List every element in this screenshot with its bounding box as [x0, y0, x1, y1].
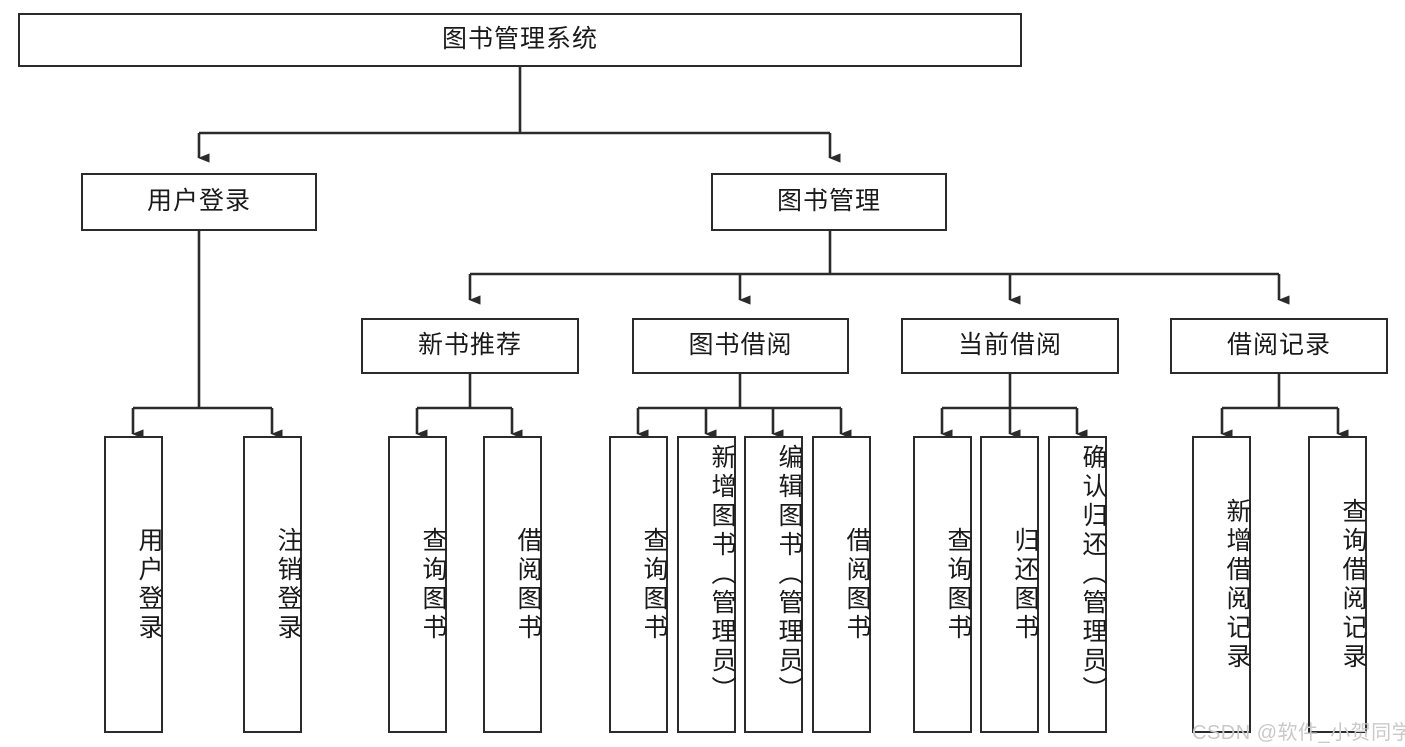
- node-leaf-user-logout[interactable]: 注销登录: [243, 436, 302, 733]
- node-leaf-query-book-borrow[interactable]: 查询图书: [609, 436, 668, 733]
- node-label-book-management: 图书管理: [776, 187, 881, 216]
- node-leaf-edit-book[interactable]: 编辑图书（管理员）: [744, 436, 803, 733]
- node-label-borrow-record: 借阅记录: [1226, 331, 1331, 360]
- node-leaf-borrow-book-recommend[interactable]: 借阅图书: [483, 436, 542, 733]
- node-leaf-query-book-current[interactable]: 查询图书: [913, 436, 972, 733]
- edges-newbook-to-leaves: [415, 374, 523, 439]
- node-label-leaf-user-login: 用户登录: [135, 526, 163, 643]
- node-user-login[interactable]: 用户登录: [81, 173, 317, 231]
- node-leaf-query-book-recommend[interactable]: 查询图书: [388, 436, 447, 733]
- node-label-leaf-query-book-2: 查询图书: [640, 526, 668, 643]
- node-label-leaf-borrow-book-1: 借阅图书: [514, 526, 542, 643]
- node-label-leaf-query-book-1: 查询图书: [419, 526, 447, 643]
- node-leaf-borrow-book-borrow[interactable]: 借阅图书: [812, 436, 871, 733]
- node-label-new-book-recommend: 新书推荐: [417, 331, 522, 360]
- node-label-leaf-return-book: 归还图书: [1011, 526, 1039, 643]
- node-leaf-add-borrow-record[interactable]: 新增借阅记录: [1192, 436, 1251, 733]
- node-label-leaf-borrow-book-2: 借阅图书: [843, 526, 871, 643]
- edges-userlogin-to-leaves: [131, 231, 283, 439]
- node-leaf-confirm-return[interactable]: 确认归还（管理员）: [1048, 436, 1107, 733]
- edges-borrowrecord-to-leaves: [1220, 374, 1349, 439]
- node-borrow-record[interactable]: 借阅记录: [1170, 318, 1388, 374]
- node-root-book-management-system[interactable]: 图书管理系统: [18, 13, 1022, 67]
- edges-currentborrow-to-leaves: [940, 374, 1088, 439]
- node-leaf-add-book[interactable]: 新增图书（管理员）: [677, 436, 736, 733]
- node-current-borrow[interactable]: 当前借阅: [901, 318, 1119, 374]
- node-label-user-login: 用户登录: [146, 187, 251, 216]
- node-leaf-query-borrow-record[interactable]: 查询借阅记录: [1308, 436, 1367, 733]
- node-label-leaf-query-record: 查询借阅记录: [1339, 497, 1367, 672]
- edges-bookborrow-to-leaves: [636, 374, 852, 439]
- node-book-management[interactable]: 图书管理: [711, 173, 947, 231]
- node-label-current-borrow: 当前借阅: [957, 331, 1062, 360]
- edges-root-to-level2: [197, 67, 841, 163]
- node-leaf-user-login[interactable]: 用户登录: [104, 436, 163, 733]
- edges-bookmanage-to-level3: [468, 231, 1290, 305]
- node-label-leaf-edit-book: 编辑图书（管理员）: [775, 444, 803, 705]
- node-label-leaf-confirm-return: 确认归还（管理员）: [1079, 444, 1107, 705]
- node-book-borrow[interactable]: 图书借阅: [632, 318, 849, 374]
- node-leaf-return-book[interactable]: 归还图书: [980, 436, 1039, 733]
- node-label-root: 图书管理系统: [441, 25, 598, 54]
- node-label-leaf-add-book: 新增图书（管理员）: [708, 444, 736, 705]
- node-label-leaf-add-record: 新增借阅记录: [1223, 497, 1251, 672]
- node-label-leaf-query-book-3: 查询图书: [944, 526, 972, 643]
- node-label-book-borrow: 图书借阅: [688, 331, 793, 360]
- node-new-book-recommend[interactable]: 新书推荐: [361, 318, 579, 374]
- node-label-leaf-user-logout: 注销登录: [274, 526, 302, 643]
